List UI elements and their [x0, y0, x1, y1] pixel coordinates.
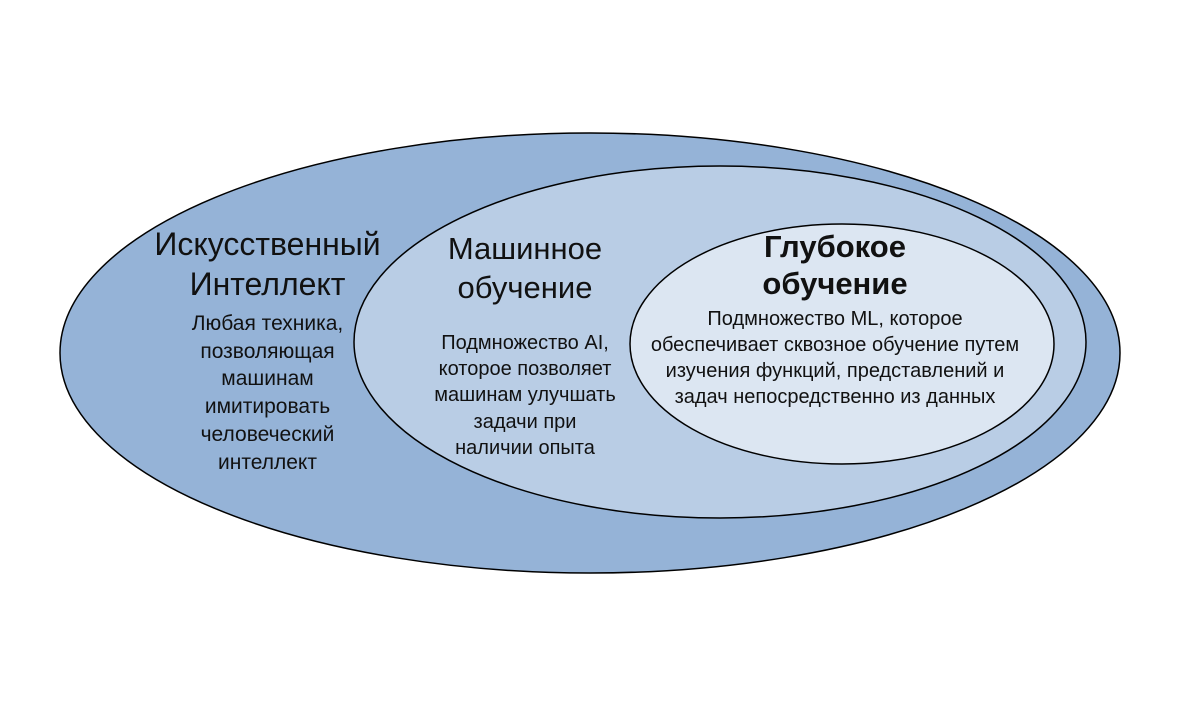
ai-label-group: Искусственный Интеллект Любая техника, п… [130, 224, 405, 476]
dl-title-line: обучение [762, 266, 908, 302]
dl-title-line: Глубокое [764, 229, 906, 264]
ai-desc-line: интеллект [218, 450, 317, 474]
ml-desc-line: Подмножество AI, [441, 331, 609, 354]
ml-desc-line: которое позволяет [438, 357, 612, 380]
ai-desc-line: машинам [221, 367, 314, 391]
ai-desc-line: имитировать [204, 395, 331, 419]
ai-desc-line: позволяющая [200, 339, 335, 363]
dl-label-group: Глубокое обучение Подмножество ML, котор… [620, 228, 1050, 410]
ai-desc-line: Любая техника, [191, 312, 344, 335]
ml-title-line: обучение [457, 269, 593, 305]
dl-title: Глубокое обучение [620, 228, 1050, 302]
dl-description: Подмножество ML, которое обеспечивает ск… [620, 306, 1050, 410]
ml-description: Подмножество AI, которое позволяет машин… [415, 330, 635, 462]
ml-desc-line: задачи при [473, 410, 577, 433]
ml-title-line: Машинное [447, 231, 603, 266]
ml-desc-line: машинам улучшать [434, 384, 616, 407]
ai-title-line: Интеллект [189, 266, 346, 302]
dl-ellipse [629, 223, 1055, 465]
ai-title-line: Искусственный [154, 226, 381, 262]
ml-desc-line: наличии опыта [455, 437, 595, 460]
ai-desc-line: человеческий [200, 422, 335, 446]
dl-desc-line: обеспечивает сквозное обучение путем [650, 334, 1020, 357]
ai-description: Любая техника, позволяющая машинам имити… [183, 310, 353, 476]
ai-title: Искусственный Интеллект [130, 224, 405, 304]
ml-label-group: Машинное обучение Подмножество AI, котор… [395, 230, 655, 461]
ml-title: Машинное обучение [395, 230, 655, 308]
dl-desc-line: задач непосредственно из данных [674, 386, 996, 409]
dl-desc-line: Подмножество ML, которое [707, 308, 963, 331]
dl-desc-line: изучения функций, представлений и [665, 360, 1005, 383]
